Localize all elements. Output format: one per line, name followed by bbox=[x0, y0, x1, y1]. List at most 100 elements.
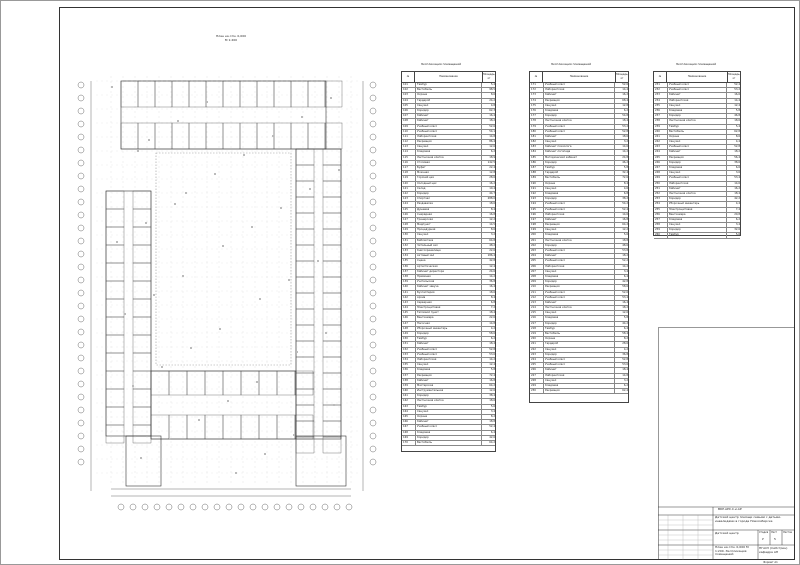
room-area: 8,4 bbox=[490, 295, 495, 299]
room-number: 148 bbox=[402, 326, 416, 331]
room-number: 231 bbox=[654, 83, 668, 88]
room-name: Лаборантская bbox=[668, 181, 727, 186]
column bbox=[153, 294, 155, 296]
room-area: 18,2 bbox=[734, 150, 740, 154]
column bbox=[140, 457, 142, 459]
room-outline bbox=[273, 80, 292, 108]
column bbox=[198, 419, 200, 421]
room-name: Коридор bbox=[668, 160, 727, 165]
room-number: 256 bbox=[654, 212, 668, 217]
room-name: Санузел bbox=[416, 103, 482, 108]
room-area: 5,6 bbox=[490, 404, 495, 408]
room-name: Санузел bbox=[668, 140, 727, 145]
room-name: Санузел bbox=[544, 269, 615, 274]
room-area: 8,6 bbox=[490, 93, 495, 97]
room-name: Санузел bbox=[544, 103, 615, 108]
room-outline bbox=[204, 370, 224, 396]
room-outline bbox=[322, 244, 342, 262]
room-name: Коридор bbox=[416, 191, 482, 197]
room-outline bbox=[295, 180, 315, 198]
room-area: 18,6 bbox=[489, 290, 495, 294]
room-number: 181 bbox=[530, 134, 544, 140]
room-number: 125 bbox=[402, 207, 416, 212]
room-area: 6,2 bbox=[623, 383, 628, 387]
room-number: 197 bbox=[530, 217, 544, 223]
sheet-title: Детский центр bbox=[715, 531, 739, 535]
room-name: Лаборантская bbox=[416, 134, 482, 140]
room-number: 224 bbox=[530, 357, 544, 363]
room-number: 253 bbox=[654, 197, 668, 202]
room-name: Рекреация bbox=[416, 140, 482, 145]
room-area: 52,6 bbox=[622, 290, 628, 294]
room-number: 186 bbox=[530, 160, 544, 165]
room-name: Тамбур bbox=[668, 233, 727, 238]
room-area: 12,6 bbox=[489, 389, 495, 393]
room-number: 211 bbox=[530, 290, 544, 295]
room-area: 5,4 bbox=[490, 83, 495, 86]
room-area: 64,2 bbox=[489, 383, 495, 387]
room-area: 52,6 bbox=[622, 83, 628, 86]
room-name: Санузел bbox=[544, 186, 615, 191]
room-name: Учебный класс bbox=[544, 124, 615, 129]
column bbox=[148, 139, 150, 141]
plan-caption: План на отм. 0,000 М 1:200. Экспликация … bbox=[715, 545, 749, 557]
column bbox=[256, 381, 258, 383]
room-number: 107 bbox=[402, 114, 416, 119]
room-outline bbox=[222, 122, 241, 150]
room-outline bbox=[132, 334, 152, 354]
room-outline bbox=[137, 122, 156, 150]
room-area: 56,4 bbox=[734, 155, 740, 159]
axis-bubble bbox=[369, 315, 377, 323]
room-number: 247 bbox=[654, 166, 668, 171]
room-name: Учебный класс bbox=[544, 207, 615, 212]
axis-bubble bbox=[77, 224, 85, 232]
room-outline bbox=[295, 228, 315, 246]
room-area: 14,8 bbox=[489, 321, 495, 325]
floor-plan bbox=[77, 76, 377, 511]
room-area: 12,8 bbox=[489, 171, 495, 175]
room-number: 165 bbox=[402, 415, 416, 420]
room-outline bbox=[171, 80, 190, 108]
room-number: 115 bbox=[402, 155, 416, 160]
column bbox=[243, 154, 245, 156]
room-number: 157 bbox=[402, 373, 416, 378]
axis-bubble bbox=[369, 185, 377, 193]
room-name: Учебный класс bbox=[544, 290, 615, 295]
table2-title: Экспликация помещений bbox=[550, 62, 592, 66]
room-number: 111 bbox=[402, 134, 416, 140]
room-area: 5,8 bbox=[735, 108, 740, 112]
room-number: 207 bbox=[530, 269, 544, 274]
room-outline bbox=[150, 370, 170, 396]
col-name: Наименование bbox=[667, 72, 728, 82]
room-area: 18,4 bbox=[622, 368, 628, 372]
room-number: 228 bbox=[530, 378, 544, 383]
column bbox=[272, 135, 274, 137]
room-number: 232 bbox=[654, 88, 668, 93]
room-area: 18,6 bbox=[622, 134, 628, 138]
room-outline bbox=[324, 122, 343, 150]
column bbox=[182, 275, 184, 277]
axis-bubble bbox=[369, 328, 377, 336]
room-outline bbox=[105, 334, 125, 354]
room-name: Методический кабинет bbox=[544, 155, 615, 160]
axis-bubble bbox=[77, 419, 85, 427]
room-number: 187 bbox=[530, 166, 544, 171]
